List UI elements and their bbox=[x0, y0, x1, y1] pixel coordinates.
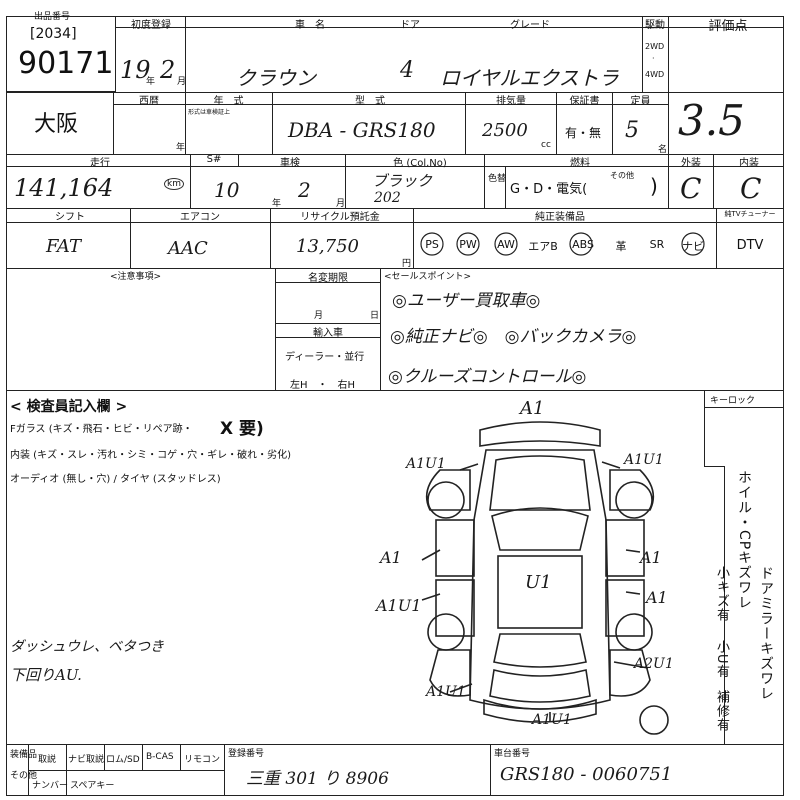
chassis-number: GRS180 - 0060751 bbox=[500, 764, 673, 785]
warranty: 有・無 bbox=[565, 126, 602, 140]
first-reg-year: 19 bbox=[120, 56, 151, 84]
score-value: 3.5 bbox=[678, 96, 745, 145]
location: 大阪 bbox=[34, 112, 79, 137]
mark-roof: U1 bbox=[525, 572, 552, 593]
displacement: 2500 bbox=[482, 120, 528, 141]
handwritten-note-1: ダッシュウレ、ベタつき bbox=[10, 639, 164, 655]
mark-front-left: A1U1 bbox=[406, 456, 446, 472]
glass-row: Fガラス (キズ・飛石・ヒビ・リペア跡・ bbox=[10, 424, 193, 435]
equip-aw: AW bbox=[497, 238, 515, 251]
equipment-circles bbox=[420, 232, 705, 256]
capacity: 5 bbox=[625, 118, 639, 143]
drive-2wd: 2WD bbox=[645, 42, 665, 51]
first-reg-header: 初度登録 bbox=[131, 20, 171, 31]
sales-header: <セールスポイント> bbox=[384, 272, 472, 282]
notes-header: <注意事項> bbox=[110, 272, 162, 282]
mark-left-door-front: A1 bbox=[380, 548, 402, 567]
inspection-year: 10 bbox=[214, 178, 240, 202]
equip-pw: PW bbox=[459, 238, 477, 251]
exterior-grade: C bbox=[680, 172, 702, 205]
equip-dtv: DTV bbox=[736, 238, 764, 253]
first-reg-month: 2 bbox=[160, 56, 176, 84]
sales-point-2: ◎純正ナビ◎ ◎バックカメラ◎ bbox=[390, 327, 637, 347]
mark-rear-right: A2U1 bbox=[634, 656, 674, 672]
equip-navi: ナビ bbox=[682, 240, 704, 253]
lot-number: 90171 bbox=[18, 46, 114, 81]
lot-code: [2034] bbox=[30, 26, 77, 42]
inspection-title: < 検査員記入欄 > bbox=[10, 399, 128, 415]
mark-front-right: A1U1 bbox=[624, 452, 664, 468]
equip-leather: 革 bbox=[615, 240, 627, 253]
drive-4wd: 4WD bbox=[645, 70, 665, 79]
glass-flag: X 要) bbox=[220, 419, 264, 439]
car-name-header: 車 名 bbox=[295, 20, 325, 31]
mark-left-door-rear: A1U1 bbox=[376, 596, 422, 615]
shift: FAT bbox=[46, 236, 81, 257]
legend-wheel: ホイル・CPキズワレ bbox=[736, 470, 752, 611]
grade-header: グレード bbox=[510, 20, 550, 31]
top-tag: 出品番号 bbox=[34, 12, 71, 22]
equip-ps: PS bbox=[425, 238, 439, 251]
recycle-deposit: 13,750 bbox=[296, 236, 359, 257]
lot-box bbox=[6, 16, 116, 92]
legend-mirror: ドアミラーキズワレ bbox=[758, 566, 774, 701]
door-count: 4 bbox=[400, 58, 414, 83]
fuel-options: G・D・電気( bbox=[510, 182, 588, 197]
car-name: クラウン bbox=[236, 66, 316, 90]
audio-row: オーディオ (無し・穴) / タイヤ (スタッドレス) bbox=[10, 474, 221, 485]
model-code: DBA - GRS180 bbox=[288, 118, 436, 142]
sales-point-3: ◎クルーズコントロール◎ bbox=[388, 367, 587, 387]
legend-repair: 補修有 bbox=[714, 690, 729, 732]
interior-row: 内装 (キズ・スレ・汚れ・シミ・コゲ・穴・ギレ・破れ・劣化) bbox=[10, 450, 291, 461]
mark-rear-left: A1U1 bbox=[426, 684, 466, 700]
color: ブラック bbox=[372, 172, 433, 190]
interior-grade: C bbox=[740, 172, 762, 205]
import-type: ディーラー・並行 bbox=[285, 352, 365, 363]
mark-right-door-rear: A1 bbox=[646, 588, 668, 607]
equip-airbag: エアB bbox=[528, 240, 558, 253]
legend-small-scratch: 小キズ有 bbox=[714, 566, 729, 622]
legend-small-u: 小U有 bbox=[714, 640, 729, 679]
inspection-month: 2 bbox=[298, 178, 311, 202]
mark-right-door-front: A1 bbox=[640, 548, 662, 567]
grade-value: ロイヤルエクストラ bbox=[440, 66, 619, 90]
equip-abs: ABS bbox=[572, 238, 594, 251]
key-lock-label: キーロック bbox=[710, 396, 756, 406]
mileage: 141,164 bbox=[14, 174, 114, 202]
sales-point-1: ◎ユーザー買取車◎ bbox=[392, 291, 541, 311]
door-header: ドア bbox=[400, 20, 420, 31]
aircon: AAC bbox=[168, 238, 208, 259]
handle-side: 左H ・ 右H bbox=[290, 380, 356, 391]
mark-rear: A1U1 bbox=[532, 712, 572, 728]
equip-sr: SR bbox=[649, 238, 665, 251]
score-header: 評価点 bbox=[708, 19, 748, 34]
car-damage-diagram bbox=[421, 421, 669, 735]
color-no: 202 bbox=[374, 190, 401, 206]
key-lock-box bbox=[704, 390, 784, 408]
mark-front: A1 bbox=[520, 398, 545, 419]
drive-header: 駆動 bbox=[645, 20, 665, 31]
registration-number: 三重 301 り 8906 bbox=[246, 769, 389, 789]
handwritten-note-2: 下回りAU. bbox=[10, 666, 82, 684]
